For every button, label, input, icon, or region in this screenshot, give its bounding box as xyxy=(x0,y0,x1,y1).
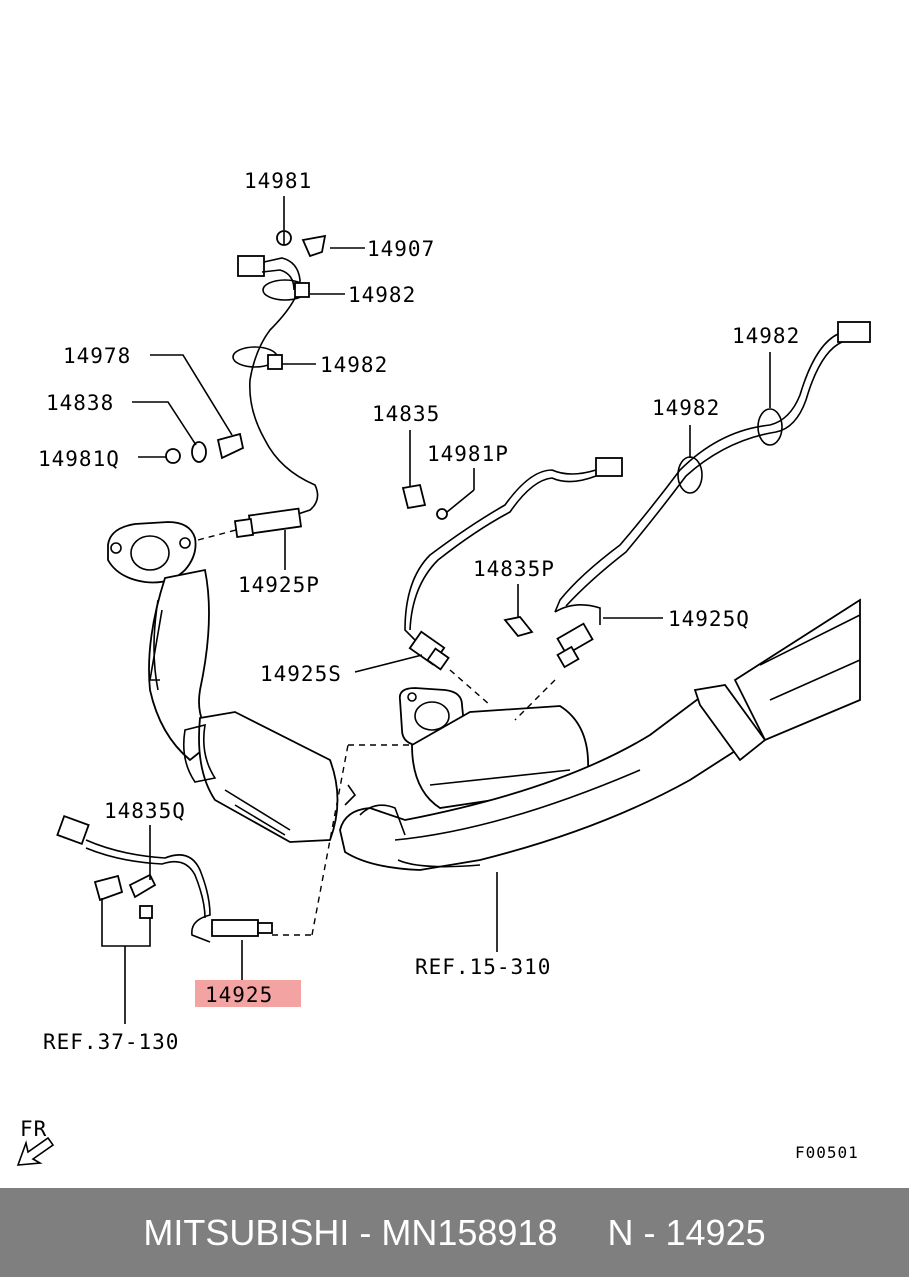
label-14925s: 14925S xyxy=(260,662,342,686)
footer-bar: MITSUBISHI - MN158918 N - 14925 xyxy=(0,1188,909,1277)
sensor-14925-harness xyxy=(56,744,410,943)
bracket-14835p xyxy=(503,616,534,638)
footer-part-info: MITSUBISHI - MN158918 N - 14925 xyxy=(143,1211,766,1253)
label-14981q: 14981Q xyxy=(38,447,120,471)
label-14838: 14838 xyxy=(46,391,114,415)
bracket-14978 xyxy=(216,432,245,460)
front-direction-indicator: FR xyxy=(16,1117,55,1166)
label-14925p: 14925P xyxy=(238,573,320,597)
exhaust-pipe-assembly xyxy=(107,521,861,871)
label-14981p: 14981P xyxy=(427,442,509,466)
sensor-14925p-harness xyxy=(197,255,319,541)
bracket-14835 xyxy=(401,483,427,510)
label-ref-15-310: REF.15-310 xyxy=(415,955,551,979)
sensor-14925s-harness xyxy=(404,457,623,706)
nut-14981q xyxy=(165,448,181,464)
label-14925: 14925 xyxy=(205,983,273,1007)
label-ref-37-130: REF.37-130 xyxy=(43,1030,179,1054)
diagram-code: F00501 xyxy=(795,1143,859,1162)
bolt-14981 xyxy=(276,230,292,246)
exhaust-oxygen-sensor-diagram: 14981 14907 14982 14982 14978 14838 1498… xyxy=(16,169,871,1166)
sensor-14925q-harness xyxy=(514,321,871,721)
label-14978: 14978 xyxy=(63,344,131,368)
label-14835p: 14835P xyxy=(473,557,555,581)
label-14982-c: 14982 xyxy=(732,324,800,348)
label-14835: 14835 xyxy=(372,402,440,426)
fr-arrow-icon xyxy=(16,1136,55,1166)
bolt-14981p xyxy=(436,508,448,520)
leader-lines xyxy=(101,196,771,1024)
clip-14907 xyxy=(301,234,327,258)
label-14982-b: 14982 xyxy=(320,353,388,377)
label-14982-d: 14982 xyxy=(652,396,720,420)
label-14925q: 14925Q xyxy=(668,607,750,631)
label-14835q: 14835Q xyxy=(104,799,186,823)
highlight-box xyxy=(195,980,301,1007)
label-14907: 14907 xyxy=(367,237,435,261)
bracket-14835q xyxy=(93,873,157,919)
label-14982-a: 14982 xyxy=(348,283,416,307)
part-labels: 14981 14907 14982 14982 14978 14838 1498… xyxy=(38,169,800,1054)
washer-14838 xyxy=(191,441,207,463)
fr-label: FR xyxy=(20,1117,47,1141)
label-14981: 14981 xyxy=(244,169,312,193)
